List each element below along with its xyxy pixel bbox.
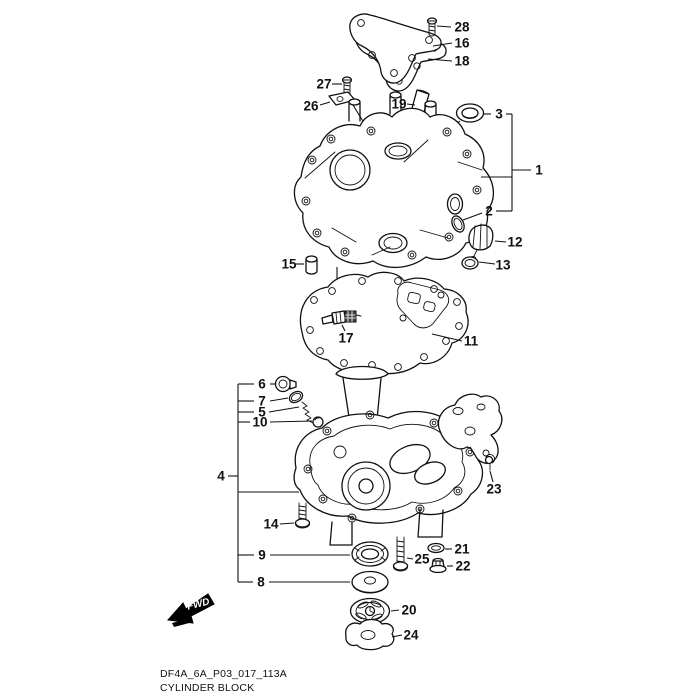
part-26-bracket (328, 91, 378, 145)
callout-4: 4 (217, 469, 225, 484)
drawing-code: DF4A_6A_P03_017_113A (160, 668, 287, 680)
part-3-oil-seal (445, 103, 485, 134)
part-14-bolt (294, 502, 311, 529)
part-27-screw (341, 76, 353, 96)
leader-line-23 (489, 470, 494, 483)
part-4-crankcase (293, 365, 503, 546)
part-17-sensor (321, 310, 362, 325)
part-24-gasket (345, 618, 395, 651)
leader-line-26 (319, 101, 331, 106)
callout-2: 2 (485, 204, 493, 219)
callout-18: 18 (454, 54, 470, 69)
part-5-spring (301, 401, 314, 424)
callout-5: 5 (258, 405, 266, 420)
block-bolt-bosses (301, 126, 482, 260)
leader-line-28 (436, 25, 452, 28)
leader-line-10 (269, 420, 313, 423)
callout-1: 1 (535, 163, 543, 178)
gasket-holes (306, 277, 463, 371)
callout-8: 8 (257, 575, 265, 590)
part-23-pin (484, 453, 496, 471)
part-13-oring (461, 256, 479, 270)
part-25-bolt (392, 536, 409, 572)
leader-line-16 (432, 42, 453, 47)
part-21-washer (427, 542, 445, 554)
callout-12: 12 (507, 235, 522, 250)
leader-line-18 (427, 58, 453, 62)
leader-line-7 (269, 397, 289, 402)
callout-7: 7 (258, 394, 266, 409)
part-10-ball (312, 416, 324, 428)
part-8-plate (351, 570, 389, 594)
callout-9: 9 (258, 548, 266, 563)
callout-19: 19 (391, 97, 406, 112)
callout-14: 14 (263, 517, 279, 532)
part-11-gasket (299, 271, 469, 375)
part-15-plug (305, 255, 318, 275)
leader-line-13 (478, 261, 496, 265)
part-9-oil-seal (351, 541, 389, 567)
part-6-relief-plug (274, 375, 297, 393)
callout-22: 22 (455, 559, 470, 574)
callout-25: 25 (414, 552, 430, 567)
leader-line-11 (431, 333, 463, 342)
callout-11: 11 (464, 334, 479, 349)
callout-15: 15 (281, 257, 297, 272)
callout-13: 13 (495, 258, 511, 273)
part-16-cover (349, 13, 442, 84)
leader-line-14 (279, 522, 295, 525)
leader-line-12 (494, 240, 507, 243)
callout-6: 6 (258, 377, 266, 392)
drawing-title: CYLINDER BLOCK (160, 682, 254, 694)
leader-line-19 (406, 103, 416, 106)
callout-23: 23 (486, 482, 502, 497)
fwd-arrow-underside (172, 618, 193, 627)
pan-bolt-bosses (303, 410, 475, 523)
callout-28: 28 (454, 20, 470, 35)
leader-line-20 (390, 609, 400, 612)
leader-line-17 (341, 324, 346, 332)
fwd-label: FWD (186, 596, 211, 612)
leader-line-5 (268, 406, 300, 413)
part-22-drain-plug (429, 557, 447, 574)
callout-3: 3 (495, 107, 503, 122)
fwd-arrow: FWD (166, 593, 215, 627)
part-12-filler-cap (468, 223, 494, 261)
leader-line-24 (391, 634, 403, 638)
callout-20: 20 (401, 603, 416, 618)
leader-line-25 (406, 557, 414, 560)
callout-16: 16 (454, 36, 470, 51)
callout-24: 24 (403, 628, 419, 643)
leader-line-2 (462, 212, 483, 221)
callout-27: 27 (316, 77, 331, 92)
part-2-oring (451, 215, 465, 233)
part-7-ring (288, 390, 304, 404)
callout-21: 21 (454, 542, 470, 557)
callout-26: 26 (303, 99, 319, 114)
part-28-screw (426, 17, 438, 37)
part-1-cylinder-block (293, 91, 494, 310)
callout-17: 17 (338, 331, 353, 346)
callout-10: 10 (252, 415, 267, 430)
